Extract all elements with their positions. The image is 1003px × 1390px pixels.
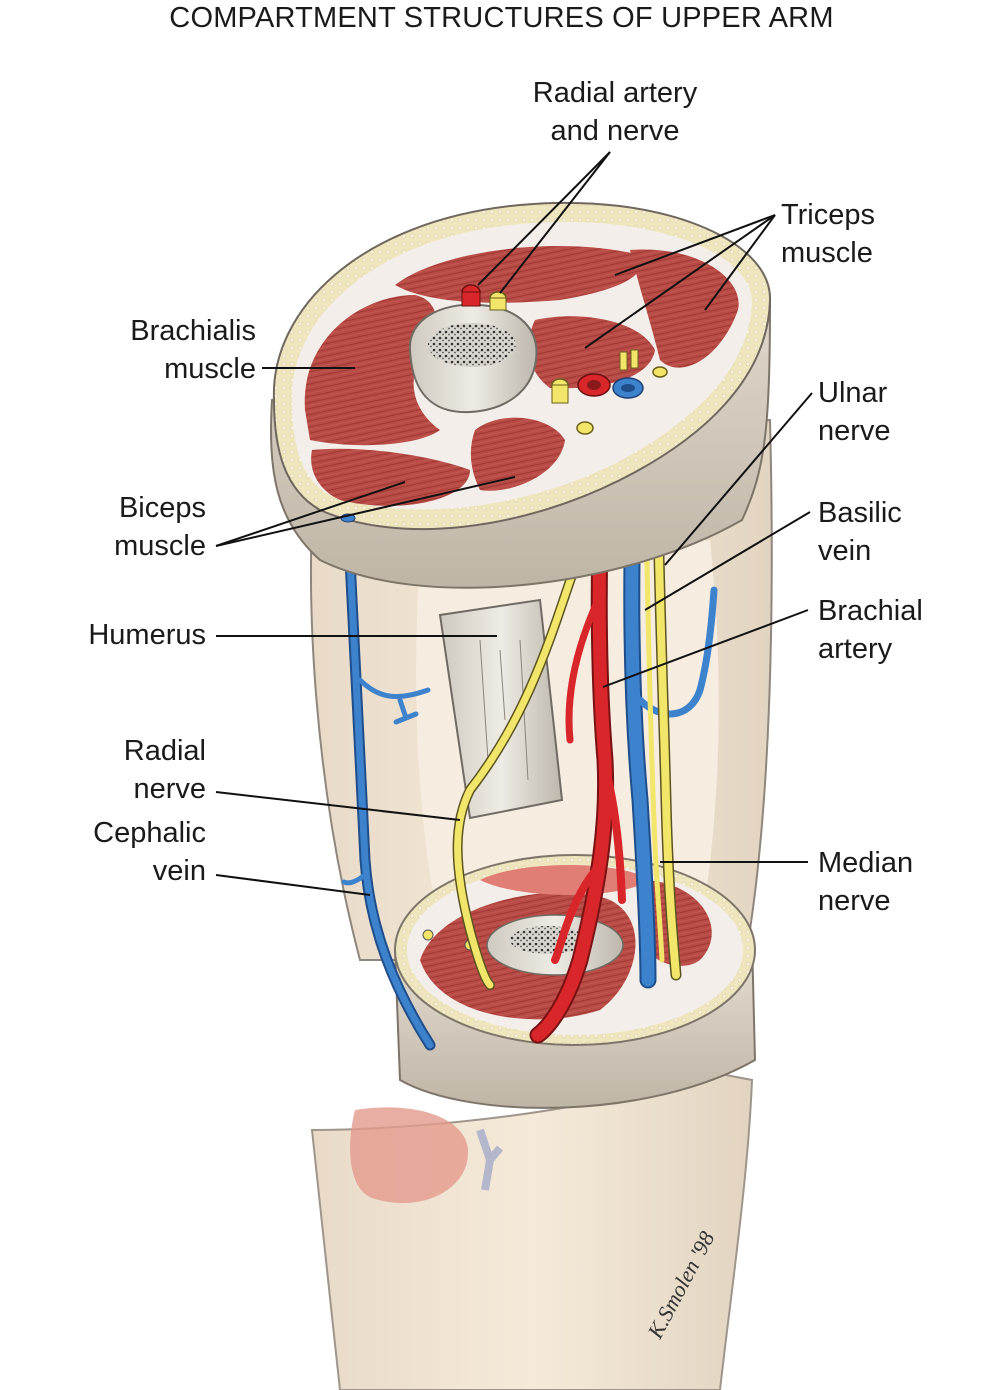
- leader-brachial-artery: [602, 609, 809, 688]
- forearm-muscle: [350, 1107, 469, 1204]
- label-median-nerve: Median nerve: [818, 847, 914, 917]
- label-brachialis-muscle: Brachialis muscle: [130, 315, 256, 385]
- radial-nerve-tube: [489, 297, 507, 311]
- bundle-nerve-1-tube: [551, 384, 569, 404]
- leader-cephalic-vein: [215, 874, 371, 896]
- label-ulnar-nerve: Ulnar nerve: [818, 377, 891, 447]
- leader-triceps-2: [584, 214, 776, 349]
- label-humerus: Humerus: [88, 619, 206, 651]
- label-radial-nerve: Radial nerve: [123, 735, 206, 805]
- cephalic-branch: [357, 677, 431, 725]
- bundle-artery-lumen: [587, 380, 601, 390]
- label-brachial-artery: Brachial artery: [818, 595, 923, 665]
- figure-title: COMPARTMENT STRUCTURES OF UPPER ARM: [169, 2, 834, 34]
- humerus-shaft: [438, 598, 564, 820]
- ulnar-nerve: [643, 507, 665, 963]
- leader-basilic-vein: [644, 511, 811, 611]
- label-leader-lines: [215, 151, 813, 896]
- leader-biceps-1: [215, 481, 406, 547]
- bundle-vein-lumen: [621, 384, 635, 392]
- triceps-lobe-1: [395, 246, 642, 303]
- biceps-muscle-1: [311, 448, 470, 506]
- lower-nerve-dot: [422, 929, 434, 941]
- bundle-nerve-4: [652, 366, 668, 378]
- brachial-artery-branch: [565, 596, 602, 744]
- radial-nerve-fill: [454, 536, 589, 989]
- biceps-muscle-2: [470, 417, 565, 491]
- bundle-nerve-2: [619, 351, 628, 371]
- forearm-vein: [476, 1128, 504, 1191]
- leader-biceps-2: [215, 476, 516, 547]
- label-basilic-vein: Basilic vein: [818, 497, 902, 567]
- brachial-artery-fill: [531, 533, 613, 1042]
- leader-triceps-3: [704, 214, 776, 311]
- median-nerve-fill: [654, 506, 680, 979]
- leader-radial-artery: [477, 151, 611, 286]
- triceps-lobe-2: [630, 249, 739, 368]
- cephalic-branch-2: [341, 872, 368, 886]
- brachialis-muscle: [304, 295, 440, 446]
- leader-radial-nerve-top: [499, 151, 611, 294]
- brachial-artery-branch-2: [551, 756, 626, 964]
- leader-ulnar-nerve: [664, 392, 813, 566]
- label-cephalic-vein: Cephalic vein: [93, 817, 206, 887]
- humerus-marrow: [428, 323, 516, 367]
- leader-triceps-1: [614, 214, 776, 276]
- cephalic-vein-fill: [346, 556, 434, 1049]
- bundle-nerve-3: [630, 349, 639, 369]
- leader-radial-nerve: [215, 791, 461, 821]
- upper-cross-section: [270, 201, 772, 589]
- label-radial-artery-and-nerve: Radial artery and nerve: [532, 77, 698, 147]
- bundle-nerve-5: [576, 421, 594, 435]
- radial-artery-tube: [461, 291, 481, 307]
- basilic-vein-fill: [625, 503, 655, 987]
- label-triceps-muscle: Triceps muscle: [781, 199, 875, 269]
- lower-slice-muscle-3: [480, 865, 650, 895]
- label-biceps-muscle: Biceps muscle: [114, 492, 206, 562]
